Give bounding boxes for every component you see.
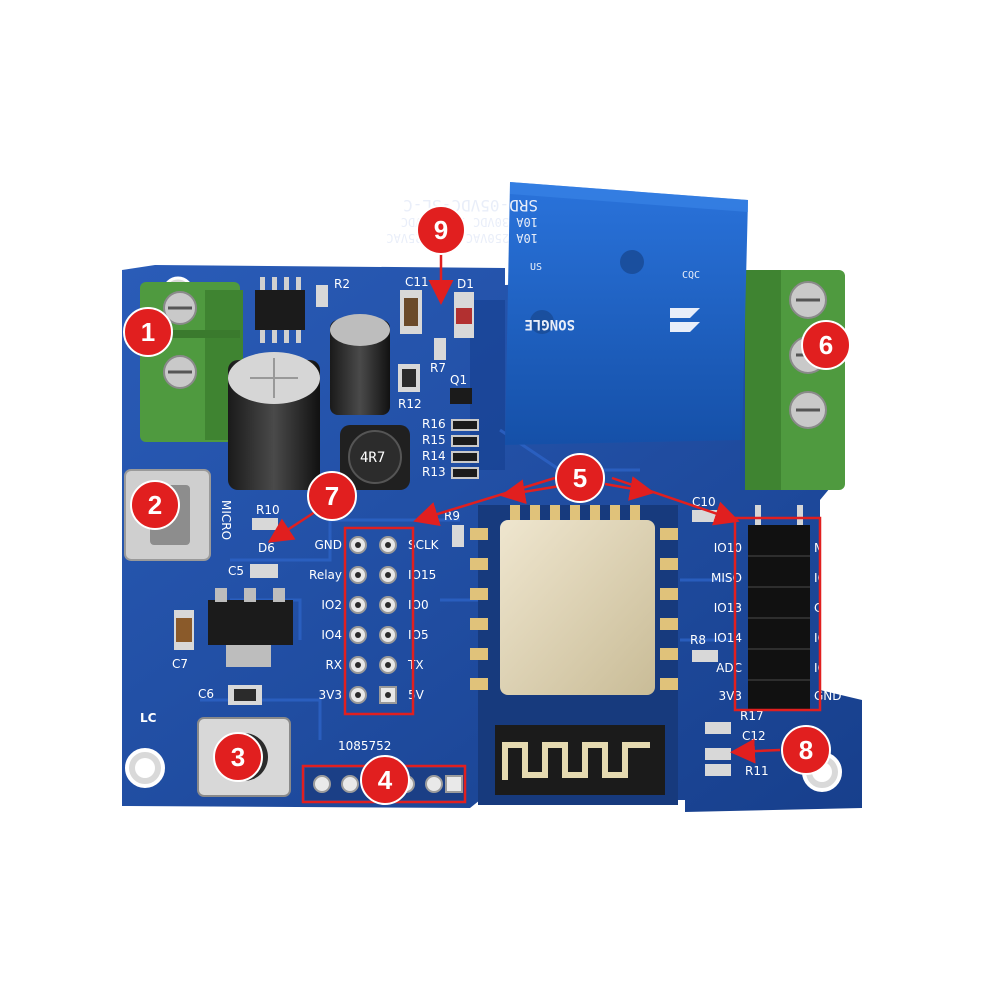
arrow-5-right-2 (604, 476, 655, 501)
component-labels: C11 R2 D1 R7 R12 Q1 R16 R15 R14 R13 R10 … (172, 275, 769, 778)
pin-label: IO2 (321, 598, 342, 612)
component-label: R14 (422, 449, 446, 463)
arrow-5-left (413, 476, 556, 527)
svg-text:4: 4 (378, 765, 393, 795)
smd-components (174, 285, 731, 776)
component-label: R13 (422, 465, 446, 479)
micro-label: MICRO (219, 500, 233, 540)
component-label: R11 (745, 764, 769, 778)
component-label: R9 (444, 509, 460, 523)
pin-label: IO9 (814, 571, 835, 585)
component-label: R17 (740, 709, 764, 723)
electrolytic-capacitor-large (228, 352, 320, 490)
logo-text: LC (140, 711, 157, 725)
inductor-label: 4R7 (360, 450, 385, 466)
relay: SRD-05VDC-SL-C 10A 30VDC 10A 28VDC 10A 2… (386, 182, 748, 445)
marker-4: 4 (360, 755, 410, 805)
pin-label: 3V3 (319, 688, 342, 702)
relay-model-label: SRD-05VDC-SL-C (403, 196, 538, 215)
component-label: R7 (430, 361, 446, 375)
voltage-regulator (208, 588, 293, 667)
svg-text:7: 7 (325, 481, 339, 511)
component-label: C5 (228, 564, 244, 578)
svg-text:2: 2 (148, 490, 162, 520)
svg-text:8: 8 (799, 735, 813, 765)
pin-label: 5V (408, 688, 425, 702)
power-terminal-block (140, 282, 243, 442)
svg-text:6: 6 (819, 330, 833, 360)
relay-cert-mark: CQC (682, 270, 700, 281)
marker-9: 9 (416, 205, 466, 255)
left-header-labels: GND Relay IO2 IO4 RX 3V3 SCLK IO15 IO0 I… (309, 538, 440, 702)
ic-chip (255, 277, 305, 343)
left-header-highlight (343, 526, 415, 716)
right-header-highlight (733, 516, 822, 712)
relay-brand: SONGLE (524, 316, 575, 332)
pin-label: RX (325, 658, 342, 672)
pin-label: ADC (716, 661, 742, 675)
component-label: R10 (256, 503, 280, 517)
component-label: C12 (742, 729, 766, 743)
component-label: C7 (172, 657, 188, 671)
pin-label: IO0 (408, 598, 429, 612)
right-pin-header (748, 505, 810, 710)
arrow-5-left-2 (500, 479, 561, 505)
marker-6: 6 (801, 320, 851, 370)
pin-label: SCLK (408, 538, 440, 552)
pin-label: IO12 (814, 631, 842, 645)
board-id: 1085752 (338, 739, 391, 753)
inductor: 4R7 (340, 425, 410, 490)
pin-label: IO5 (408, 628, 429, 642)
arrow-8 (730, 738, 781, 764)
pin-label: TX (407, 658, 424, 672)
marker-5: 5 (555, 453, 605, 503)
marker-1: 1 (123, 307, 173, 357)
component-label: C6 (198, 687, 214, 701)
pin-label: IO4 (321, 628, 342, 642)
marker-7: 7 (307, 471, 357, 521)
component-label: R8 (690, 633, 706, 647)
relay-terminal-block (745, 270, 845, 490)
component-label: R12 (398, 397, 422, 411)
component-label: C10 (692, 495, 716, 509)
component-label: R2 (334, 277, 350, 291)
pin-label: MOSI (814, 541, 845, 555)
pin-label: IO10 (714, 541, 742, 555)
component-label: R15 (422, 433, 446, 447)
pin-label: CSO (814, 601, 839, 615)
pin-label: 3V3 (719, 689, 742, 703)
relay-ul-mark: US (530, 262, 542, 273)
pin-label: IO15 (408, 568, 436, 582)
svg-text:9: 9 (434, 215, 448, 245)
component-label: Q1 (450, 373, 467, 387)
pin-label: Relay (309, 568, 342, 582)
pin-label: GND (314, 538, 342, 552)
component-label: C11 (405, 275, 429, 289)
svg-text:1: 1 (141, 317, 155, 347)
pin-label: MISO (711, 571, 742, 585)
pin-label: GND (814, 689, 842, 703)
svg-text:3: 3 (231, 742, 245, 772)
annotation-arrows (267, 252, 781, 764)
component-label: R16 (422, 417, 446, 431)
marker-3: 3 (213, 732, 263, 782)
pin-label: IO14 (714, 631, 742, 645)
electrolytic-capacitor-small (330, 314, 390, 415)
wifi-module (470, 505, 678, 805)
marker-8: 8 (781, 725, 831, 775)
arrow-7 (267, 508, 319, 543)
component-label: D6 (258, 541, 275, 555)
marker-2: 2 (130, 480, 180, 530)
svg-text:5: 5 (573, 463, 587, 493)
component-label: D1 (457, 277, 474, 291)
pin-label: IO13 (714, 601, 742, 615)
mounting-hole (125, 748, 165, 788)
left-pin-header (349, 536, 397, 704)
pin-label: IO16 (814, 661, 842, 675)
